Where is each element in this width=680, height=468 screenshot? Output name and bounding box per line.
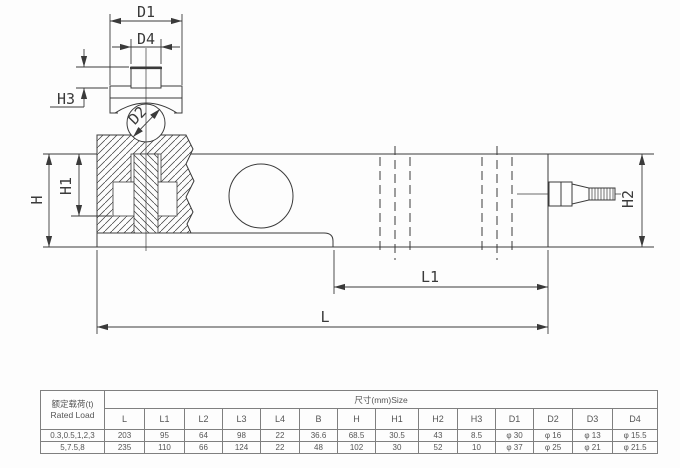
table-row-small-capacity: 0.3,0.5,1,2,3 203 95 64 98 22 36.6 68.5 … xyxy=(40,429,659,442)
value-cell: 95 xyxy=(144,429,185,442)
dim-label-D1: D1 xyxy=(137,3,155,21)
dimension-spec-table: 额定载荷(t) Rated Load 尺寸(mm)Size L L1 L2 L3… xyxy=(40,390,659,454)
value-cell: 203 xyxy=(104,429,145,442)
col-header-B: B xyxy=(299,408,338,430)
col-header-H2: H2 xyxy=(418,408,458,430)
dim-label-H3: H3 xyxy=(57,90,75,108)
size-header: 尺寸(mm)Size xyxy=(103,390,659,409)
value-cell: 48 xyxy=(299,441,338,454)
value-cell: 52 xyxy=(418,441,458,454)
dim-label-L: L xyxy=(320,308,329,326)
dim-label-L1: L1 xyxy=(421,268,439,286)
value-cell: 10 xyxy=(457,441,496,454)
value-cell: φ 21 xyxy=(572,441,613,454)
col-header-H: H xyxy=(337,408,376,430)
table-row-large-capacity: 5,7.5,8 235 110 66 124 22 48 102 30 52 1… xyxy=(40,441,659,454)
dim-label-H1: H1 xyxy=(57,177,75,195)
rated-load-cell: 0.3,0.5,1,2,3 xyxy=(40,429,105,442)
col-header-H1: H1 xyxy=(375,408,419,430)
value-cell: φ 25 xyxy=(533,441,573,454)
cable-thread-ticks xyxy=(591,188,614,200)
value-cell: 36.6 xyxy=(299,429,338,442)
col-header-D1: D1 xyxy=(495,408,534,430)
load-cell-technical-drawing: D1 D4 H3 D2 H H1 H2 L1 L xyxy=(28,3,654,334)
rated-load-cell: 5,7.5,8 xyxy=(40,441,105,454)
dim-D1 xyxy=(109,14,183,85)
value-cell: 235 xyxy=(104,441,145,454)
value-cell: φ 30 xyxy=(495,429,534,442)
value-cell: 30.5 xyxy=(375,429,419,442)
value-cell: φ 16 xyxy=(533,429,573,442)
dim-label-H2: H2 xyxy=(619,190,637,208)
col-header-L2: L2 xyxy=(184,408,223,430)
value-cell: 68.5 xyxy=(337,429,376,442)
col-header-L: L xyxy=(104,408,145,430)
value-cell: 64 xyxy=(184,429,223,442)
dim-L xyxy=(96,250,548,334)
value-cell: φ 21.5 xyxy=(611,441,659,454)
rated-load-header-en: Rated Load xyxy=(50,410,95,420)
col-header-L4: L4 xyxy=(260,408,300,430)
cable-gland xyxy=(517,181,621,207)
dim-D2 xyxy=(132,108,161,138)
value-cell: 22 xyxy=(260,429,300,442)
dim-H3 xyxy=(50,49,129,108)
rated-load-header-cn: 额定载荷(t) xyxy=(51,398,94,409)
dim-L1 xyxy=(333,250,549,334)
value-cell: 98 xyxy=(222,429,261,442)
value-cell: 8.5 xyxy=(457,429,496,442)
col-header-L1: L1 xyxy=(144,408,185,430)
value-cell: 22 xyxy=(260,441,300,454)
value-cell: 102 xyxy=(337,441,376,454)
col-header-H3: H3 xyxy=(457,408,496,430)
value-cell: 124 xyxy=(222,441,261,454)
value-cell: 43 xyxy=(418,429,458,442)
col-header-L3: L3 xyxy=(222,408,261,430)
value-cell: φ 13 xyxy=(572,429,613,442)
value-cell: φ 37 xyxy=(495,441,534,454)
col-header-D4: D4 xyxy=(611,408,659,430)
dim-H1 xyxy=(71,154,112,217)
col-header-D3: D3 xyxy=(572,408,613,430)
hidden-lines-group-1 xyxy=(379,146,411,260)
value-cell: 66 xyxy=(184,441,223,454)
mounting-hole xyxy=(228,163,294,229)
dim-label-D4: D4 xyxy=(137,30,155,48)
value-cell: 110 xyxy=(144,441,185,454)
hidden-lines-group-2 xyxy=(481,146,513,260)
value-cell: φ 15.5 xyxy=(611,429,659,442)
dim-D4 xyxy=(112,39,180,64)
value-cell: 30 xyxy=(375,441,419,454)
col-header-D2: D2 xyxy=(533,408,573,430)
rated-load-header: 额定载荷(t) Rated Load xyxy=(40,390,105,430)
mounting-block-section xyxy=(96,134,195,234)
dim-label-H: H xyxy=(28,195,46,204)
